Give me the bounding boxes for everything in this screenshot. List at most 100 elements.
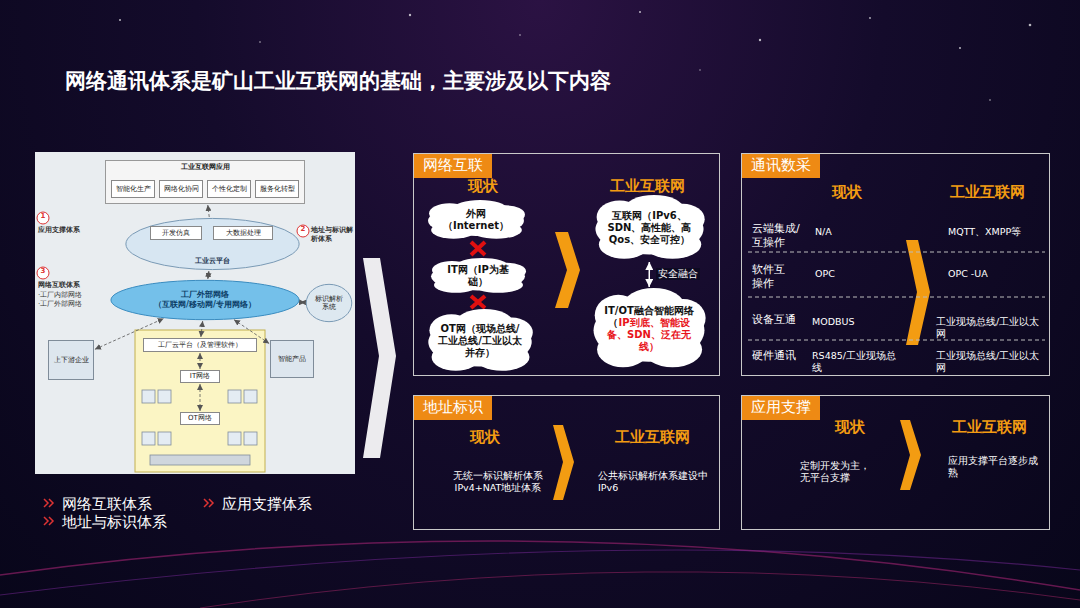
network-cloud: 互联网（IPv6、SDN、高性能、高Qos、安全可控） [592,195,707,261]
callout-number: 1 [37,212,49,221]
connector [648,262,650,287]
platform-box: 开发仿真 [150,226,202,240]
node-text: 个性化定制 [212,185,247,193]
callout-number: 2 [297,225,309,234]
big-arrow [363,258,396,458]
text-label: 工业现场总线/工业以太网 [936,316,1048,340]
text-label: 工业现场总线/工业以太网 [936,350,1048,374]
text-label: 现状 [832,183,882,202]
identifier-system: 标识解析系统 [306,284,352,322]
text-label: 工业互联网 [950,183,1050,202]
text-label: 工业互联网 [952,418,1048,437]
ot-network: OT网络 [180,412,220,425]
text-label: 云端集成/互操作 [752,222,810,250]
factory-platform: 工厂云平台（及管理软件） [143,338,257,352]
text-label: OPC [815,268,875,280]
network-cloud: 外网（Internet） [425,200,527,240]
ellipse-outline [306,284,352,321]
node-text: 标识解析系统 [312,295,346,312]
inset-background [35,152,355,474]
panel-tab: 通讯数采 [742,154,820,178]
text-label: 应用支撑体系 [222,495,372,514]
text-label: 网络互联体系 [62,495,212,514]
connector [208,205,209,217]
panel-tab: 应用支撑 [742,396,820,420]
node-text: 工业云平台 [195,257,230,265]
node-text: 互联网（IPv6、SDN、高性能、高Qos、安全可控） [604,210,695,246]
text-label: 应用支撑平台逐步成熟 [948,455,1047,479]
platform-box: 大数据处理 [213,226,273,240]
text-label: 现状 [835,418,885,437]
text-label: 硬件通讯 [752,349,812,363]
text-label: 软件互操作 [752,263,790,291]
edge-label: 安全融合 [656,268,700,281]
panel-tab: 地址标识 [414,396,492,420]
node-text: 外网（Internet） [437,208,515,232]
cloud-fill [428,200,525,239]
app-box: 服务化转型 [255,180,299,198]
panel-tab: 网络互联 [414,154,492,178]
text-label: RS485/工业现场总线 [812,350,905,374]
text-label: 无统一标识解析体系 IPv4+NAT地址体系 [447,470,549,494]
node-text: IT网络 [190,372,210,380]
panel: 地址标识 [413,395,720,530]
text-label: 工业互联网 [610,177,710,196]
text-label: 地址与标识解析体系 [311,226,353,244]
cloud-fill [431,258,526,293]
node-text: 工业互联网应用 [181,163,230,171]
device-boxes [142,390,257,465]
callout-circles [37,212,309,279]
text-label: 设备互通 [752,313,812,327]
node-text: 开发仿真 [162,229,190,237]
cloud-fill [595,195,704,259]
connector [200,384,201,411]
cloud-platform: 工业云平台 开发仿真 大数据处理 [125,218,300,270]
text-label: 定制开发为主，无平台支撑 [800,460,874,484]
ellipse-outline [126,218,299,269]
node-text: 工厂外部网络 [181,290,229,300]
node-text: 工厂云平台（及管理软件） [158,341,242,349]
product-box: 智能产品 [270,340,314,378]
text-label: 地址与标识体系 [62,513,212,532]
partner-box: 上下游企业 [48,340,94,380]
text-label: OPC -UA [948,268,1038,280]
text-label: 现状 [470,428,520,447]
node-text: IT网（IP为基础） [440,264,516,288]
external-network: 工厂外部网络（互联网/移动网/专用网络） [110,280,300,320]
network-cloud: OT网（现场总线/工业总线/工业以太并存） [425,309,535,373]
it-network: IT网络 [180,370,220,383]
application-layer: 工业互联网应用智能化生产 网络化协同 个性化定制 服务化转型 [105,160,305,204]
app-box: 网络化协同 [159,180,203,198]
node-text: OT网络 [188,414,212,422]
connector [208,271,209,279]
connector [201,321,203,337]
bottom-curves [0,541,1080,608]
node-text: 服务化转型 [260,185,295,193]
text-label: N/A [815,226,875,238]
connector [200,353,201,369]
text-label: 公共标识解析体系建设中 IPv6 [598,470,714,494]
app-box: 智能化生产 [111,180,155,198]
node-text: OT网（现场总线/工业总线/工业以太并存） [437,323,523,359]
connector [300,302,305,303]
network-cloud: IT/OT融合智能网络（IP到底、智能设备、SDN、泛在无线） [590,288,708,370]
callout-number: 3 [37,267,49,276]
text-label: MODBUS [812,316,892,328]
ellipse-outline [111,280,299,319]
text-label: MQTT、XMPP等 [948,226,1043,238]
text-label: 网络互联体系 [38,281,108,290]
node-text: 智能化生产 [116,185,151,193]
cloud-fill [428,309,533,371]
node-text: （互联网/移动网/专用网络） [154,300,256,310]
factory-region [135,330,265,472]
text-label: ·工厂内部网络 [38,291,108,300]
network-cloud: IT网（IP为基础） [428,258,528,294]
text-label: 工业互联网 [615,428,715,447]
text-label: 现状 [468,177,518,196]
slide-title: 网络通讯体系是矿山工业互联网的基础，主要涉及以下内容 [65,68,611,94]
node-text: 大数据处理 [226,229,261,237]
text-wrap: IT/OT融合智能网络（IP到底、智能设备、SDN、泛在无线） [602,305,696,353]
node-text: 网络化协同 [164,185,199,193]
node-text: 智能产品 [278,355,306,363]
